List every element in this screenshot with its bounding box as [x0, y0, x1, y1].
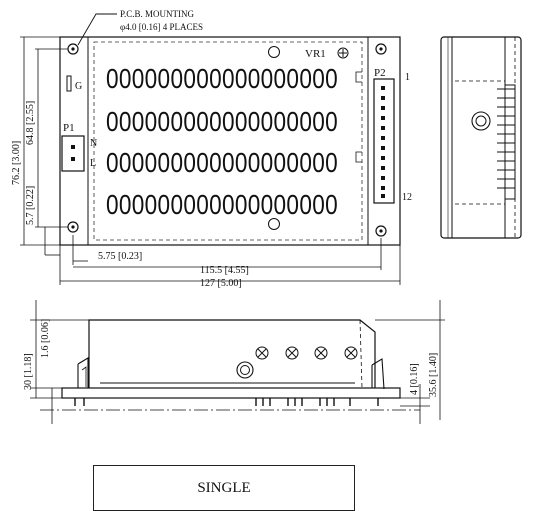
mounting-leader [77, 13, 117, 46]
slot-row: 000000000000000000 [106, 106, 338, 137]
cover-inner-dashed [93, 41, 363, 241]
front-dim-pin: 4 [0.16] [409, 363, 420, 395]
dim-horizontal [45, 235, 401, 285]
mounting-note-1: P.C.B. MOUNTING [120, 9, 195, 19]
l-label: L [90, 158, 96, 169]
side-pins [497, 84, 516, 200]
mounting-hole-br [375, 225, 387, 237]
front-view [30, 300, 445, 424]
cover-notch [355, 71, 362, 163]
caption-text: SINGLE [197, 479, 251, 496]
slot-row: 000000000000000000 [106, 63, 338, 94]
vr1-adjust-icon [337, 47, 349, 59]
dim-height-holes: 64.8 [2.55] [25, 101, 36, 145]
dim-width-outer: 127 [5.00] [200, 278, 242, 289]
front-dim-height: 30 [1.18] [23, 353, 34, 390]
cover-plate [87, 36, 369, 246]
front-dims [30, 300, 445, 424]
p2-pins [381, 86, 385, 198]
side-view [440, 36, 522, 239]
g-label: G [75, 81, 82, 92]
p1-pin [71, 157, 75, 161]
p2-pin-last: 12 [402, 192, 412, 203]
slot-row: 000000000000000000 [106, 189, 338, 220]
cover-screw-top [268, 46, 280, 58]
p2-label: P2 [374, 67, 386, 79]
front-pcb [61, 387, 401, 399]
side-outline [440, 36, 522, 239]
right-clip [371, 358, 385, 390]
p2-pin-first: 1 [405, 72, 410, 83]
dim-bottom-offset: 5.7 [0.22] [25, 186, 36, 225]
mounting-hole-bl [67, 221, 79, 233]
p2-connector [373, 78, 395, 204]
n-label: N [90, 138, 97, 149]
p1-label: P1 [63, 122, 75, 134]
bottom-pins [74, 398, 379, 406]
trim-pots [255, 346, 358, 360]
front-dim-standoff: 1.6 [0.06] [40, 319, 51, 358]
mounting-hole-tl [67, 43, 79, 55]
side-screw-inner [475, 115, 487, 127]
mounting-hole-tr [375, 43, 387, 55]
vr1-label: VR1 [305, 48, 326, 60]
front-screw [236, 361, 254, 379]
top-view: VR1 000000000000000000 00000000000000000… [11, 9, 412, 289]
g-terminal [66, 75, 72, 92]
p1-pin [71, 145, 75, 149]
dim-vertical [20, 36, 68, 255]
front-cover [88, 319, 376, 388]
dim-left-offset: 5.75 [0.23] [98, 251, 142, 262]
left-clip [77, 357, 89, 388]
front-dim-total: 35.6 [1.40] [428, 353, 439, 397]
vent-slots: 000000000000000000 000000000000000000 00… [106, 63, 338, 220]
cover-screw-bottom [268, 218, 280, 230]
p1-connector [61, 135, 85, 172]
mounting-note-2: φ4.0 [0.16] 4 PLACES [120, 22, 203, 32]
caption-box: SINGLE [93, 465, 355, 511]
side-screw-outer [471, 111, 491, 131]
dim-width-holes: 115.5 [4.55] [200, 265, 249, 276]
slot-row: 000000000000000000 [106, 147, 338, 178]
dim-height-outer: 76.2 [3.00] [11, 141, 22, 185]
